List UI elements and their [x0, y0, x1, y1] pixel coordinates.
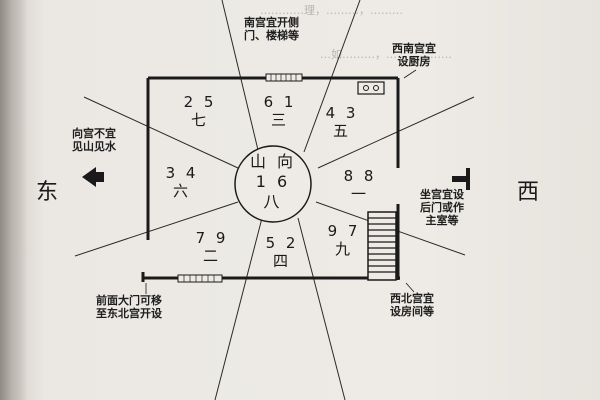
sector-line-s2 — [297, 217, 346, 400]
center-star: 八 — [263, 192, 283, 211]
palace-right-star: 一 — [350, 185, 369, 203]
palace-bottom: 5 2 四 — [254, 234, 310, 270]
annotation-sitting-palace: 坐宫宜设 后门或作 主室等 — [420, 188, 464, 227]
palace-right-numbers: 8 8 — [343, 167, 377, 185]
palace-bottom-left-numbers: 7 9 — [195, 229, 229, 247]
palace-bottom-left-star: 二 — [202, 247, 221, 265]
annotation-northwest: 西北宫宜 设房间等 — [390, 292, 434, 318]
palace-bottom-right-star: 九 — [334, 240, 353, 258]
west-marker-icon — [452, 168, 470, 190]
palace-top-left-star: 七 — [190, 111, 209, 129]
stove-icon — [357, 81, 385, 95]
palace-top-numbers: 6 1 — [263, 93, 297, 111]
palace-left-numbers: 3 4 — [165, 164, 199, 182]
center-circle — [234, 145, 312, 223]
palace-bottom-star: 四 — [272, 252, 291, 270]
faint-text-top-2: …如………，……………… — [320, 47, 452, 61]
center-mountain-facing: 山 向 — [249, 152, 297, 171]
east-arrow-icon — [82, 167, 104, 187]
annotation-front-door: 前面大门可移 至东北宫开设 — [96, 294, 162, 320]
palace-top-star: 三 — [270, 111, 289, 129]
center-palace: 山 向 1 6 八 — [245, 152, 301, 212]
sector-lines — [74, 0, 475, 400]
palace-top-left-numbers: 2 5 — [183, 93, 217, 111]
palace-top-right: 4 3 五 — [314, 104, 370, 140]
sector-line-w2 — [74, 201, 239, 257]
sector-line-w1 — [83, 96, 239, 169]
palace-bottom-left: 7 9 二 — [184, 229, 240, 265]
palace-left: 3 4 六 — [154, 164, 210, 200]
center-numbers: 1 6 — [255, 172, 291, 191]
sector-line-e1 — [317, 96, 475, 169]
palace-top-right-numbers: 4 3 — [325, 104, 359, 122]
book-spine-shadow — [0, 0, 28, 400]
staircase-icon — [367, 211, 397, 281]
palace-top: 6 1 三 — [252, 93, 308, 129]
palace-bottom-numbers: 5 2 — [265, 234, 299, 252]
annotation-southwest: 西南宫宜 设厨房 — [392, 42, 436, 68]
palace-left-star: 六 — [172, 182, 191, 200]
palace-top-right-star: 五 — [332, 122, 351, 140]
palace-bottom-right-numbers: 9 7 — [327, 222, 361, 240]
annotation-south: 南宫宜开侧 门、楼梯等 — [244, 16, 299, 42]
faint-text-top-1: …………理，………，……… — [260, 4, 403, 17]
front-door — [177, 274, 223, 283]
direction-west: 西 — [517, 180, 540, 205]
sector-line-n2 — [303, 0, 361, 153]
sector-line-n1 — [221, 0, 259, 151]
sector-line-s1 — [214, 217, 263, 400]
annotation-east-palace: 向宫不宜 见山见水 — [72, 127, 116, 153]
palace-right: 8 8 一 — [332, 167, 388, 203]
palace-bottom-right: 9 7 九 — [316, 222, 372, 258]
direction-east: 东 — [36, 180, 59, 205]
top-window — [265, 73, 303, 82]
palace-top-left: 2 5 七 — [172, 93, 228, 129]
